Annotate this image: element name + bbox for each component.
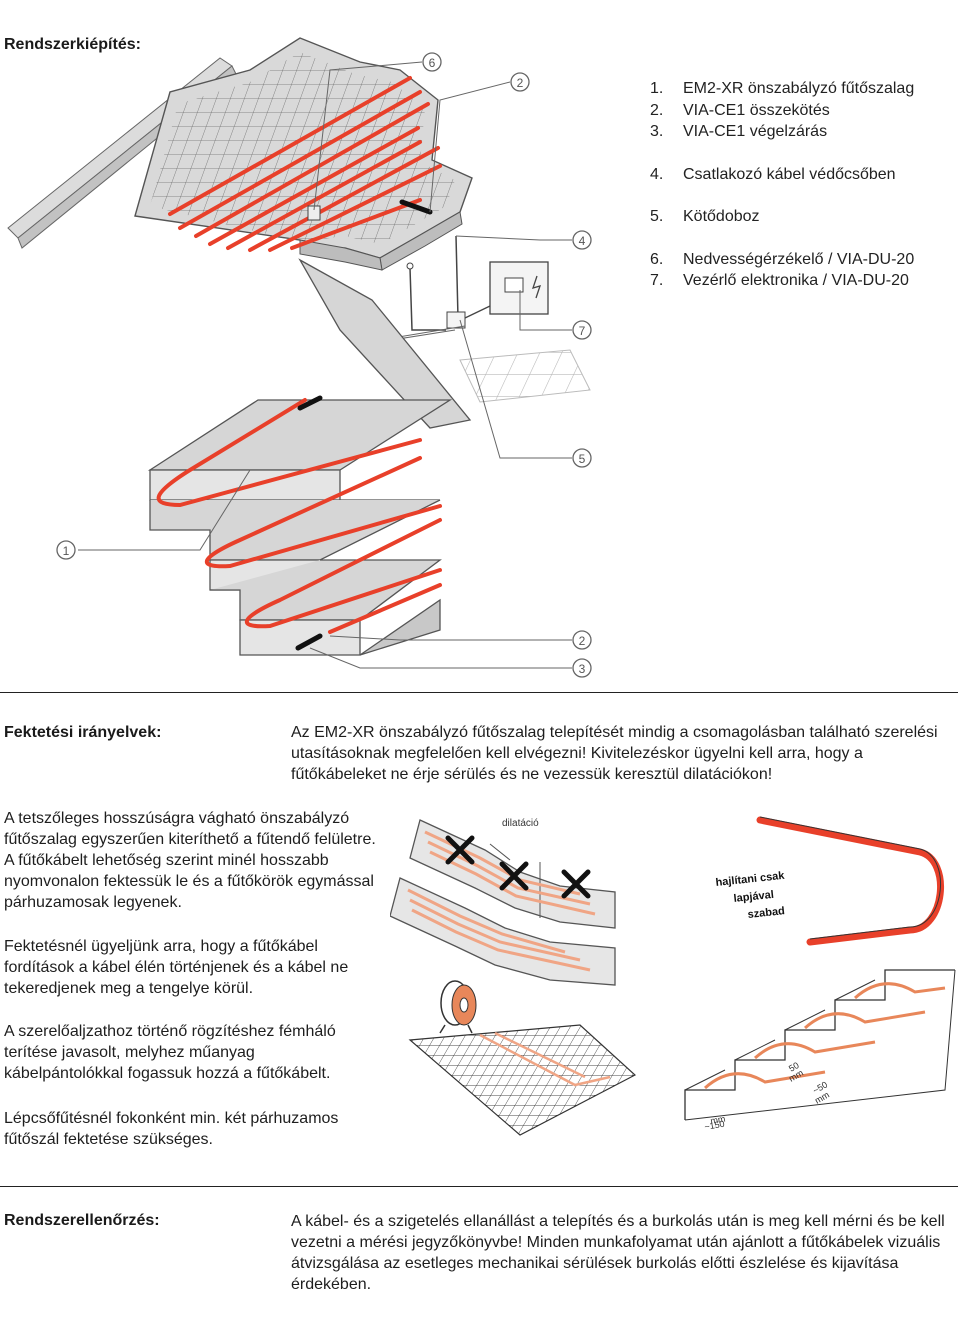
sensor-and-conduit-drawing (307, 205, 549, 346)
callout-leaders (78, 61, 572, 669)
callout-6: 6 (422, 52, 442, 72)
laying-title: Fektetési irányelvek: (4, 724, 162, 741)
stair-heating-illustration: 50 mm ~50 mm ~150 mm (684, 969, 956, 1132)
svg-text:2: 2 (579, 634, 586, 648)
laying-paragraph-2: Fektetésnél ügyeljünk arra, hogy a fűtők… (4, 938, 349, 997)
legend-item-4: 4.Csatlakozó kábel védőcsőben (650, 165, 896, 183)
legend-item-7: 7.Vezérlő elektronika / VIA-DU-20 (650, 272, 909, 289)
laying-paragraph-1: A tetszőleges hosszúságra vágható önszab… (4, 810, 376, 911)
legend-item-2: 2.VIA-CE1 összekötés (650, 101, 830, 119)
check-text: A kábel- és a szigetelés ellanállást a t… (291, 1213, 945, 1293)
dim-50: 50 (787, 1060, 801, 1074)
landing-drawing (298, 258, 472, 429)
paved-area-drawing (134, 37, 473, 271)
svg-text:4: 4 (579, 234, 586, 248)
legend-item-6: 6.Nedvességérzékelő / VIA-DU-20 (650, 250, 915, 268)
legend-item-3: 3.VIA-CE1 végelzárás (650, 123, 828, 140)
legend-item-5: 5.Kötődoboz (650, 208, 760, 225)
laying-intro: Az EM2-XR önszabályzó fűtőszalag telepít… (291, 724, 938, 783)
svg-text:5: 5 (579, 452, 586, 466)
cable-bend-illustration: hajlítani csak lapjával szabad (715, 816, 944, 946)
bend-note-line-3: szabad (747, 905, 785, 921)
callout-markers: 6 2 4 7 5 1 2 3 (56, 52, 592, 678)
dim-approx-150: ~150 (704, 1119, 726, 1132)
tiled-floor-drawing (459, 349, 591, 403)
svg-text:3: 3 (579, 662, 586, 676)
system-title: Rendszerkiépítés: (4, 36, 141, 53)
laying-paragraph-3: A szerelőaljzathoz történő rögzítéshez f… (4, 1023, 336, 1082)
callout-2-bottom: 2 (572, 630, 592, 650)
callout-3: 3 (572, 658, 592, 678)
system-diagram: 6 2 4 7 5 1 2 3 (7, 37, 592, 678)
svg-text:7: 7 (579, 324, 586, 338)
dim-approx-150-unit: mm (710, 1114, 727, 1126)
divider-2 (0, 1186, 958, 1187)
dilatation-illustration: dilatáció (390, 818, 616, 986)
callout-2-top: 2 (510, 72, 530, 92)
component-legend: 1.EM2-XR önszabályzó fűtőszalag 2.VIA-CE… (650, 78, 914, 292)
dilatation-label: dilatáció (502, 818, 539, 829)
laying-paragraph-4: Lépcsőfűtésnél fokonként min. két párhuz… (4, 1110, 339, 1148)
svg-text:6: 6 (429, 56, 436, 70)
mesh-reel-illustration (408, 980, 637, 1136)
stairs-drawing (147, 395, 453, 656)
legend-item-1: 1.EM2-XR önszabályzó fűtőszalag (650, 80, 915, 97)
svg-text:2: 2 (517, 76, 524, 90)
divider-1 (0, 692, 958, 693)
callout-4: 4 (572, 230, 592, 250)
check-title: Rendszerellenőrzés: (4, 1212, 160, 1229)
bend-note-line-1: hajlítani csak (715, 870, 786, 889)
callout-5: 5 (572, 448, 592, 468)
callout-7: 7 (572, 320, 592, 340)
bend-note-line-2: lapjával (733, 889, 774, 905)
svg-text:1: 1 (63, 544, 70, 558)
callout-1: 1 (56, 540, 76, 560)
